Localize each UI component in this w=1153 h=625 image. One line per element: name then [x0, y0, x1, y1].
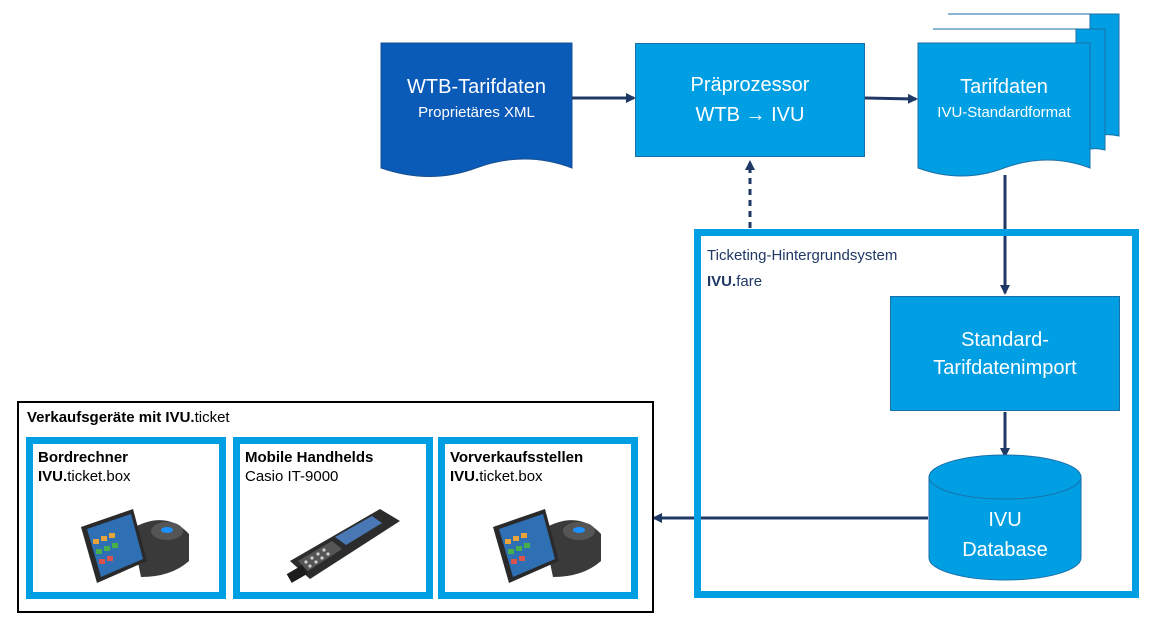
devices-title-rest: ticket	[194, 409, 230, 426]
device-card-vorverkauf: Vorverkaufsstellen IVU.ticket.box	[438, 437, 638, 599]
device-name: Mobile Handhelds	[245, 449, 374, 466]
device-model-rest: ticket.box	[67, 468, 131, 485]
backend-product: IVU.fare	[707, 272, 762, 291]
arrow-preprocessor-to-tarifdaten	[864, 93, 918, 104]
wtb-document-shape	[380, 42, 573, 177]
devices-frame: Verkaufsgeräte mit IVU.ticket	[17, 401, 654, 613]
database-node: IVU Database	[929, 508, 1081, 562]
device-model-rest: Casio IT-9000	[245, 468, 339, 485]
ticket-box-terminal-icon	[81, 509, 189, 583]
device-model: IVU.ticket.box	[38, 467, 131, 486]
device-model-bold: IVU.	[450, 468, 480, 485]
import-line2: Tarifdatenimport	[933, 356, 1077, 379]
tarifdaten-document-stack	[917, 13, 1120, 177]
device-card-bordrechner: Bordrechner IVU.ticket.box	[26, 437, 226, 599]
tarifdaten-title: Tarifdaten	[960, 76, 1048, 98]
wtb-subtitle: Proprietäres XML	[418, 104, 535, 121]
wtb-title: WTB-Tarifdaten	[407, 76, 546, 98]
devices-title: Verkaufsgeräte mit IVU.ticket	[27, 408, 230, 427]
wtb-node: WTB-Tarifdaten Proprietäres XML	[381, 75, 572, 123]
database-line1: IVU	[988, 509, 1022, 531]
preprocessor-line1: Präprozessor	[690, 74, 810, 96]
import-line1: Standard-	[961, 328, 1049, 351]
preprocessor-line2: WTB → IVU	[695, 104, 805, 126]
database-cylinder	[928, 454, 1082, 581]
device-model-bold: IVU.	[38, 468, 68, 485]
device-name: Bordrechner	[38, 449, 129, 466]
devices-title-bold-2: IVU.	[165, 409, 195, 426]
preprocessor-node: Präprozessor WTB → IVU	[635, 43, 865, 157]
import-node: Standard- Tarifdatenimport	[890, 296, 1120, 411]
tarifdaten-node: Tarifdaten IVU-Standardformat	[918, 75, 1090, 123]
devices-title-bold-1: Verkaufsgeräte mit	[27, 409, 166, 426]
backend-system-frame: Ticketing-Hintergrundsystem IVU.fare	[694, 229, 1139, 598]
device-model: IVU.ticket.box	[450, 467, 543, 486]
ticket-box-terminal-icon	[493, 509, 601, 583]
backend-product-rest: fare	[736, 273, 763, 290]
device-model: Casio IT-9000	[245, 467, 338, 486]
handheld-device-icon	[286, 509, 400, 583]
backend-product-bold: IVU.	[707, 273, 737, 290]
backend-label: Ticketing-Hintergrundsystem	[707, 247, 898, 264]
tarifdaten-subtitle: IVU-Standardformat	[937, 104, 1071, 121]
device-name: Vorverkaufsstellen	[450, 449, 584, 466]
database-line2: Database	[962, 539, 1048, 561]
device-model-rest: ticket.box	[479, 468, 543, 485]
device-card-handheld: Mobile Handhelds Casio IT-9000	[233, 437, 433, 599]
